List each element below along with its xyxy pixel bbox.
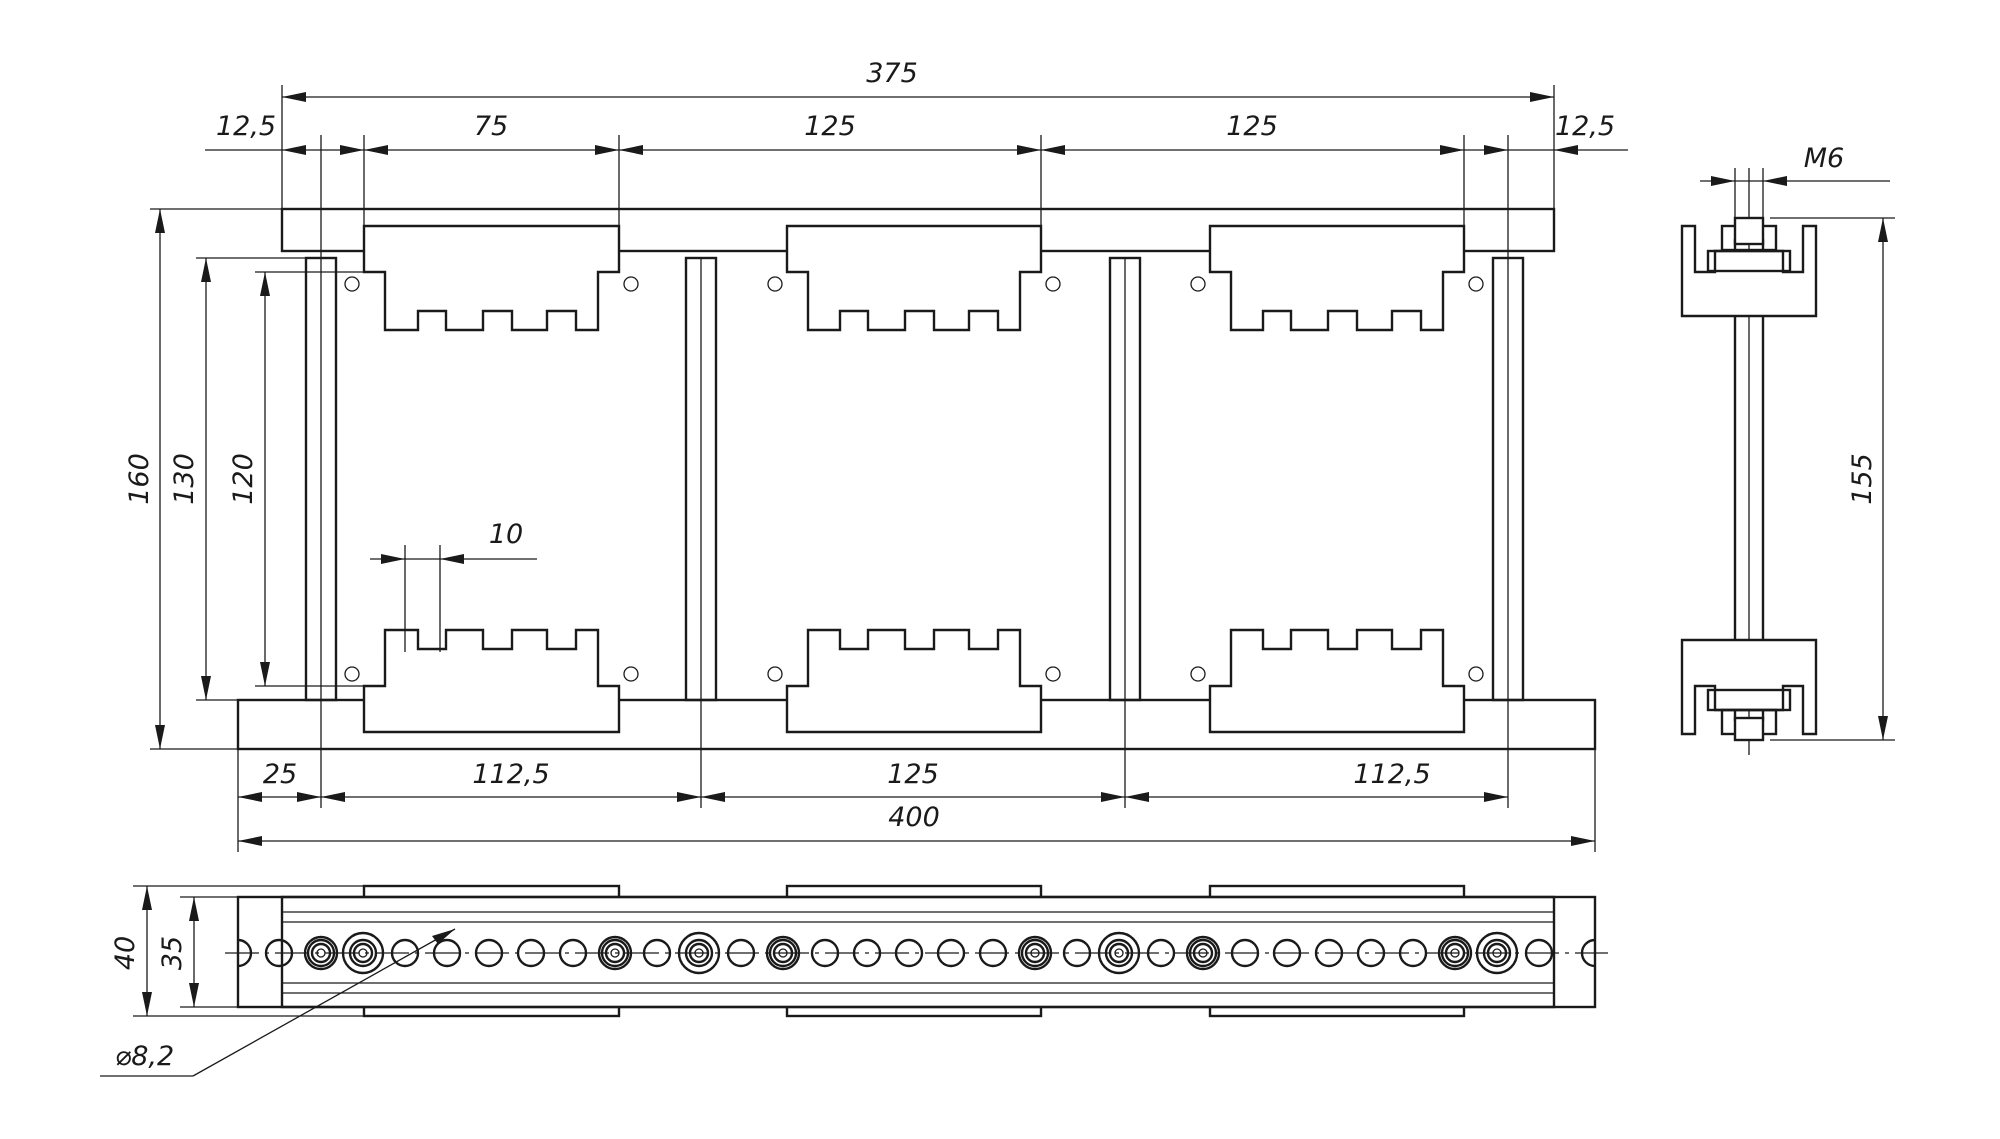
- mounting-hole: [936, 938, 966, 968]
- nut-washer: [1114, 948, 1124, 958]
- nut-washer: [610, 948, 620, 958]
- mounting-hole: [894, 938, 924, 968]
- dim-height-inner: 130: [169, 453, 200, 505]
- top-dimensions: 40 35 ⌀8,2: [100, 885, 456, 1077]
- mounting-hole: [1356, 938, 1386, 968]
- dim-height-slots: 120: [228, 453, 259, 505]
- dim-top-left-margin: 12,5: [216, 111, 276, 142]
- nut-washer: [688, 942, 710, 964]
- bottom-combs: [362, 628, 1466, 734]
- nut-washer: [772, 942, 794, 964]
- mounting-hole: [1146, 938, 1176, 968]
- nut-washer: [1198, 948, 1208, 958]
- mounting-hole: [810, 938, 840, 968]
- dim-height-overall: 160: [124, 453, 155, 505]
- mounting-hole: [1482, 938, 1512, 968]
- nut-washer: [1097, 931, 1141, 975]
- nut-washer: [765, 935, 801, 971]
- mounting-hole: [1230, 938, 1260, 968]
- mounting-hole: [264, 938, 294, 968]
- dim-top-right-margin: 12,5: [1555, 111, 1615, 142]
- nut-washer: [778, 948, 788, 958]
- dim-slot-pitch: 10: [489, 519, 523, 550]
- mounting-hole: [852, 938, 882, 968]
- mounting-hole: [1272, 938, 1302, 968]
- dim-top-right-span: 125: [1226, 111, 1278, 142]
- dim-side-height: 155: [1847, 453, 1878, 505]
- mounting-hole: [642, 938, 672, 968]
- mounting-hole: [1524, 938, 1554, 968]
- nut-washer: [1030, 948, 1040, 958]
- mounting-hole: [1398, 938, 1428, 968]
- nut-washer: [310, 942, 332, 964]
- nut-washer: [1108, 942, 1130, 964]
- screw-heads: [344, 276, 1484, 682]
- dim-bottom-middle-span: 125: [887, 759, 939, 790]
- dim-overall-bottom: 400: [888, 802, 940, 833]
- top-combs: [362, 224, 1466, 332]
- nut-washer: [1486, 942, 1508, 964]
- posts: [304, 256, 1525, 702]
- nut-washer: [1192, 942, 1214, 964]
- mounting-hole: [1440, 938, 1470, 968]
- mounting-hole: [348, 938, 378, 968]
- nut-washer: [694, 948, 704, 958]
- nut-washer: [358, 948, 368, 958]
- mounting-hole: [390, 938, 420, 968]
- dim-hole-diameter: ⌀8,2: [115, 1041, 174, 1072]
- nut-washer: [1024, 942, 1046, 964]
- mounting-hole: [1104, 938, 1134, 968]
- top-view: [225, 884, 1608, 1018]
- nut-washer: [597, 935, 633, 971]
- mounting-hole: [1062, 938, 1092, 968]
- mounting-hole: [474, 938, 504, 968]
- mounting-hole: [432, 938, 462, 968]
- front-dimensions: 375 12,5 75 125 125 12,5 160 130 120: [124, 58, 1628, 852]
- dim-overall-top: 375: [866, 58, 918, 89]
- mounting-hole: [600, 938, 630, 968]
- nut-washer: [1450, 948, 1460, 958]
- nut-washer: [677, 931, 721, 975]
- nut-washer: [303, 935, 339, 971]
- dim-top-middle-span: 125: [804, 111, 856, 142]
- nut-washer: [1437, 935, 1473, 971]
- nut-washer: [1492, 948, 1502, 958]
- mounting-hole: [558, 938, 588, 968]
- dim-top-first-span: 75: [474, 111, 508, 142]
- mounting-hole: [1020, 938, 1050, 968]
- mounting-hole: [1188, 938, 1218, 968]
- nut-washer: [1017, 935, 1053, 971]
- nut-washer: [316, 948, 326, 958]
- side-dimensions: M6 155: [1700, 143, 1895, 741]
- nut-washer: [1185, 935, 1221, 971]
- dim-top-height-outer: 40: [110, 936, 141, 970]
- mounting-hole: [726, 938, 756, 968]
- dim-top-height-inner: 35: [157, 936, 188, 970]
- dim-bottom-left-span: 112,5: [472, 759, 549, 790]
- dim-thread: M6: [1804, 143, 1844, 174]
- mounting-hole: [306, 938, 336, 968]
- front-view: [236, 207, 1597, 751]
- dim-bottom-right-span: 112,5: [1353, 759, 1430, 790]
- hole-row: [264, 931, 1554, 975]
- nut-washer: [352, 942, 374, 964]
- nut-washer: [604, 942, 626, 964]
- mounting-hole: [978, 938, 1008, 968]
- nut-washer: [1475, 931, 1519, 975]
- side-view: [1680, 168, 1818, 755]
- dim-bottom-left-offset: 25: [263, 759, 297, 790]
- mounting-hole: [1314, 938, 1344, 968]
- mounting-hole: [516, 938, 546, 968]
- mounting-hole: [768, 938, 798, 968]
- nut-washer: [1444, 942, 1466, 964]
- mounting-hole: [684, 938, 714, 968]
- nut-washer: [341, 931, 385, 975]
